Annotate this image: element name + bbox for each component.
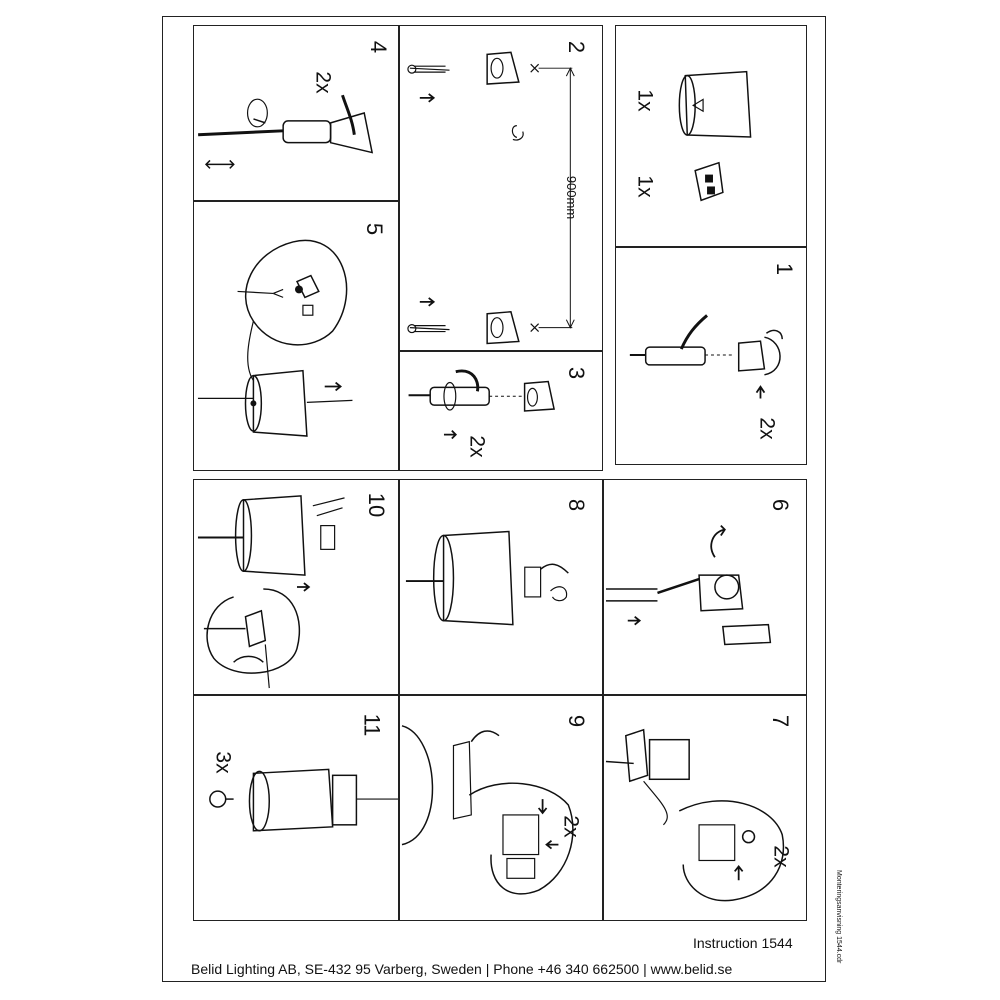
step-number: 2 [564, 40, 590, 54]
step-11-panel: 11 3x [193, 695, 399, 921]
step-6-panel: 6 [603, 479, 807, 695]
step-1-illustration [629, 314, 783, 399]
step-multiplier: 2x [311, 71, 335, 94]
step-11-illustration [209, 768, 398, 832]
step-multiplier: 2x [755, 417, 779, 440]
step-number: 11 [359, 713, 385, 737]
step-9-panel: 9 2x [399, 695, 603, 921]
canopy-count: 1x [633, 89, 657, 112]
step-9-illustration [401, 725, 574, 895]
step-number: 3 [564, 366, 590, 380]
step-7-panel: 7 2x [603, 695, 807, 921]
step-4-illustration [198, 94, 374, 169]
company-info: Belid Lighting AB, SE-432 95 Varberg, Sw… [191, 961, 733, 977]
step-10-panel: 10 [193, 479, 399, 695]
step-7-illustration [605, 728, 785, 902]
step-10-illustration [197, 495, 345, 689]
step-multiplier: 2x [769, 845, 793, 868]
step-number: 5 [362, 222, 388, 236]
connector-count: 1x [633, 175, 657, 198]
step-2-panel: 2 900mm [399, 25, 603, 351]
step-3-illustration [408, 369, 555, 440]
step-multiplier: 2x [559, 815, 583, 838]
dimension-label: 900mm [564, 175, 580, 220]
step-number: 4 [366, 40, 392, 54]
instruction-number: Instruction 1544 [693, 935, 793, 951]
parts-panel: 1x 1x [615, 25, 807, 247]
step-number: 10 [364, 492, 390, 518]
file-code: Monteringsanvisning 1544.cdr [835, 870, 842, 964]
step-number: 6 [768, 498, 794, 512]
step-multiplier: 3x [211, 751, 235, 774]
step-2-illustration [407, 51, 575, 345]
step-8-panel: 8 [399, 479, 603, 695]
step-multiplier: 2x [465, 435, 489, 458]
step-6-illustration [605, 524, 772, 646]
step-5-illustration [197, 239, 353, 437]
step-number: 9 [564, 714, 590, 728]
step-1-panel: 1 2x [615, 247, 807, 465]
step-5-panel: 5 [193, 201, 399, 471]
step-number: 7 [768, 714, 794, 728]
instruction-sheet: 4 2x 5 [162, 16, 826, 982]
step-number: 8 [564, 498, 590, 512]
step-number: 1 [772, 262, 798, 276]
step-4-panel: 4 2x [193, 25, 399, 201]
step-8-illustration [405, 530, 569, 626]
step-3-panel: 3 2x [399, 351, 603, 471]
parts-illustration [678, 70, 752, 202]
